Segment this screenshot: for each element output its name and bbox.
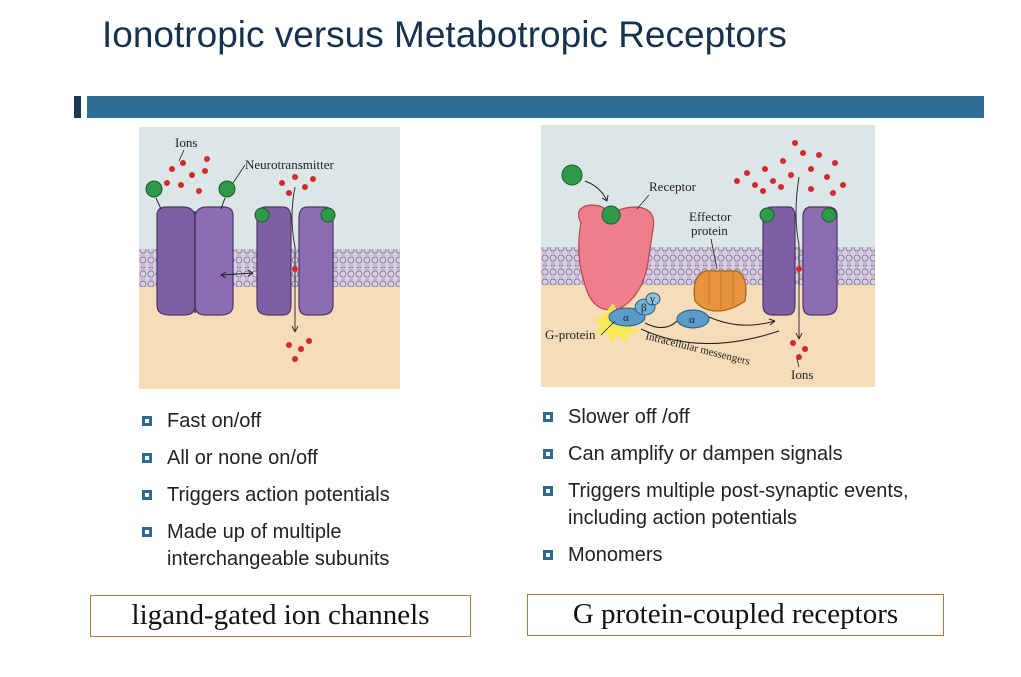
intracellular-ions: [286, 338, 312, 362]
bullet-square-icon: [142, 416, 152, 426]
extracellular-ions: [734, 140, 846, 196]
bullet-square-icon: [142, 453, 152, 463]
ions-label: Ions: [791, 367, 813, 382]
conformation-arrow: [220, 272, 254, 276]
svg-text:α: α: [689, 314, 695, 326]
list-item: Triggers action potentials: [140, 482, 470, 509]
list-item: Monomers: [541, 542, 961, 569]
bound-neurotransmitter: [254, 207, 270, 223]
list-item: Can amplify or dampen signals: [541, 441, 961, 468]
bound-neurotransmitter: [320, 207, 336, 223]
gpcr-caption: G protein-coupled receptors: [527, 594, 944, 636]
ion-flow-arrow: [291, 186, 296, 332]
effector-label-line1: Effector: [689, 209, 732, 224]
bullet-square-icon: [543, 412, 553, 422]
bullet-square-icon: [543, 550, 553, 560]
metabotropic-figure: α β γ α: [541, 125, 875, 387]
open-ion-channel: [256, 206, 334, 316]
released-g-alpha: [676, 309, 710, 329]
alpha-label: α: [623, 312, 629, 324]
receptor-label: Receptor: [649, 179, 697, 194]
g-protein-label: G-protein: [545, 327, 596, 342]
effector-protein: [693, 270, 747, 312]
extracellular-ions: [164, 156, 316, 196]
bullet-square-icon: [142, 490, 152, 500]
gamma-label: γ: [649, 293, 655, 305]
neurotransmitter: [561, 164, 583, 186]
title-accent-block: [74, 96, 81, 118]
list-item: Slower off /off: [541, 404, 961, 431]
ions-label: Ions: [175, 135, 197, 150]
bullet-square-icon: [142, 527, 152, 537]
g-alpha-subunit: [608, 307, 646, 327]
gpcr-linked-ion-channel: [762, 206, 838, 316]
list-item: All or none on/off: [140, 445, 470, 472]
title-underline-bar: [87, 96, 984, 118]
ionotropic-features-list: Fast on/off All or none on/off Triggers …: [140, 408, 470, 583]
metabotropic-features-list: Slower off /off Can amplify or dampen si…: [541, 404, 961, 579]
gpcr-receptor: [578, 204, 655, 311]
ionotropic-figure: Ions Neurotransmitter: [139, 127, 400, 389]
intracellular-ions: [790, 340, 808, 360]
list-item: Triggers multiple post-synaptic events, …: [541, 478, 961, 532]
g-gamma-subunit: [645, 292, 661, 306]
neurotransmitter: [218, 180, 236, 198]
bound-neurotransmitter: [601, 205, 621, 225]
list-item: Fast on/off: [140, 408, 470, 435]
bullet-square-icon: [543, 449, 553, 459]
list-item: Made up of multiple interchangeable subu…: [140, 519, 470, 573]
closed-ion-channel: [156, 206, 234, 316]
beta-label: β: [641, 302, 647, 314]
neurotransmitter: [145, 180, 163, 198]
bullet-square-icon: [543, 486, 553, 496]
slide-title: Ionotropic versus Metabotropic Receptors: [102, 14, 787, 55]
neurotransmitter-label: Neurotransmitter: [245, 157, 334, 172]
effector-label-line2: protein: [691, 223, 728, 238]
ligand-gated-caption: ligand-gated ion channels: [90, 595, 471, 637]
